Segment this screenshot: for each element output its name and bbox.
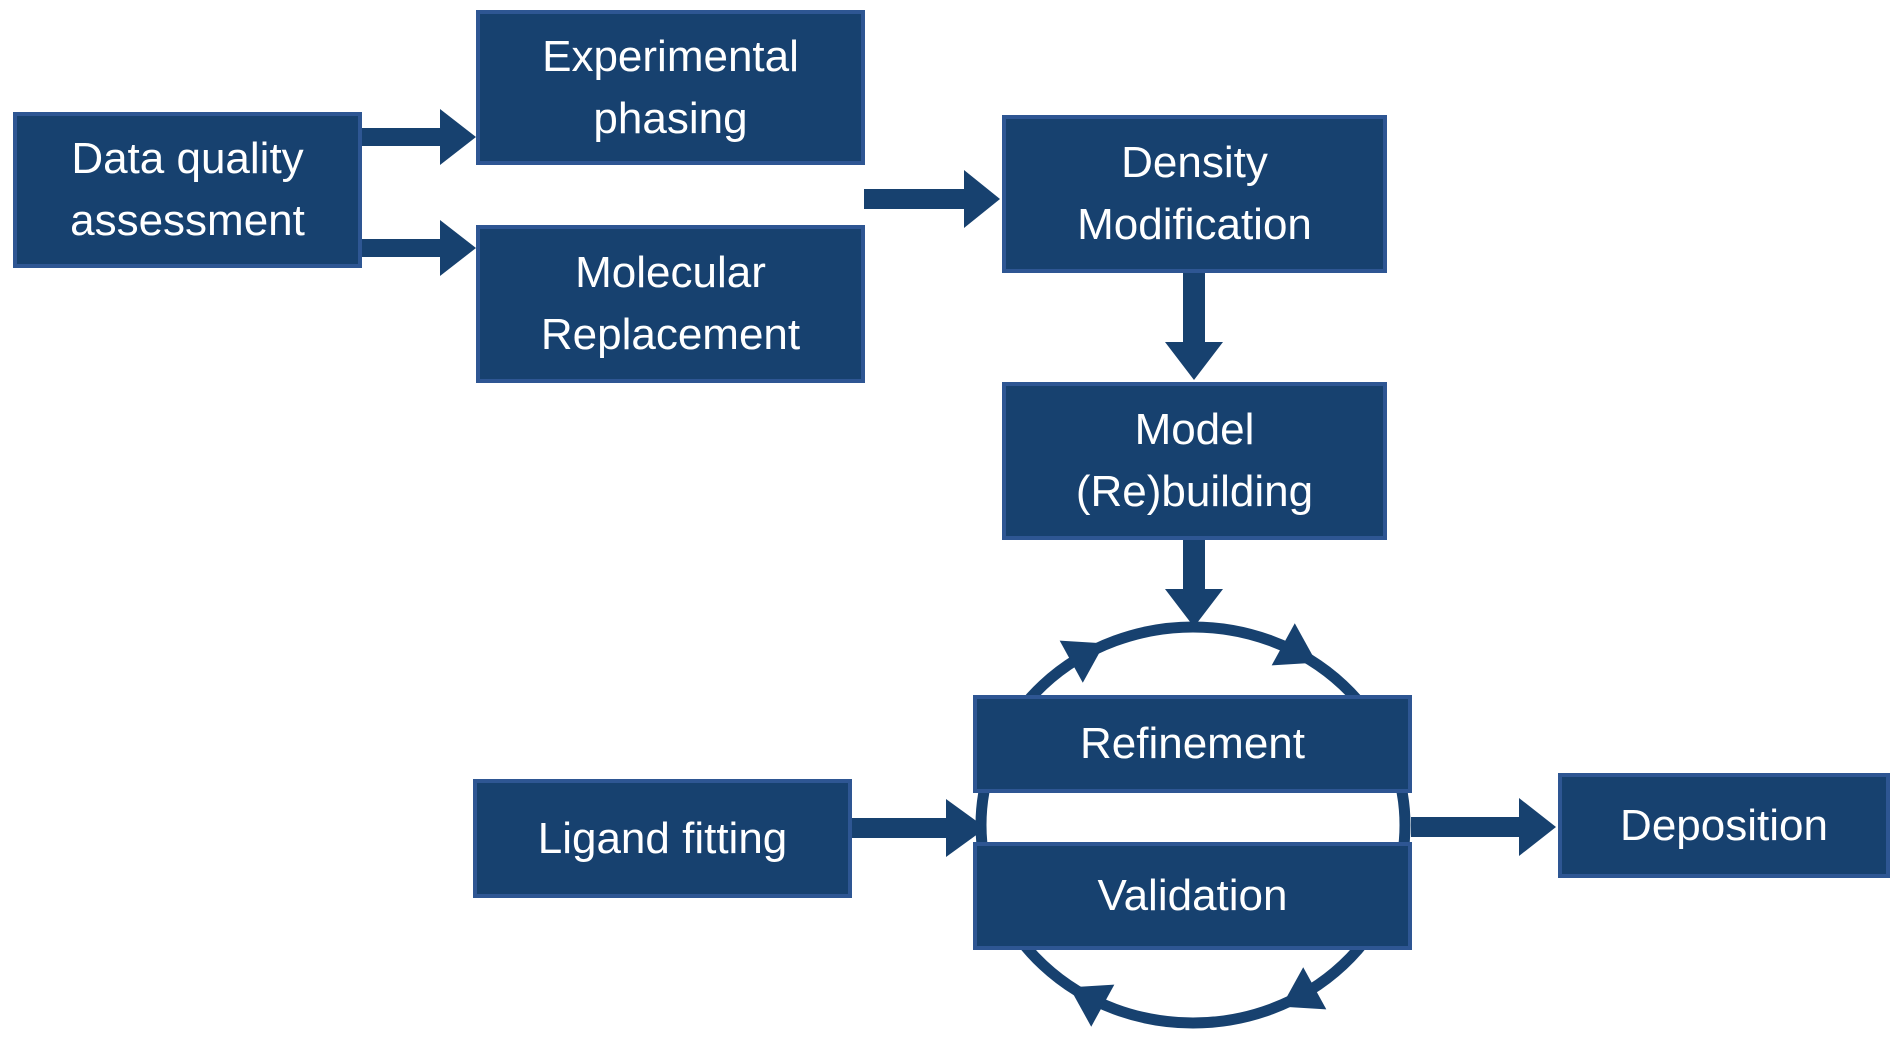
node-molecular-replacement: Molecular Replacement bbox=[476, 225, 865, 383]
arrow-cycle-to-deposition-icon bbox=[1411, 798, 1556, 856]
node-experimental-phasing: Experimental phasing bbox=[476, 10, 865, 165]
cycle-circle bbox=[975, 621, 1411, 1029]
node-refinement: Refinement bbox=[973, 695, 1412, 793]
arrow-model-to-cycle-icon bbox=[1165, 540, 1223, 627]
arrow-ligand-to-cycle-icon bbox=[852, 799, 986, 857]
cycle-arrowhead-top-left-icon bbox=[1059, 640, 1105, 683]
node-density-modification: Density Modification bbox=[1002, 115, 1387, 273]
arrow-dataquality-to-experimental-icon bbox=[360, 109, 476, 165]
refinement-validation-cycle-icon bbox=[975, 621, 1411, 1029]
node-model-rebuilding: Model (Re)building bbox=[1002, 382, 1387, 540]
cycle-arrowhead-bottom-left-icon bbox=[1069, 984, 1115, 1027]
arrow-phasing-to-density-icon bbox=[864, 170, 1000, 228]
node-data-quality-assessment: Data quality assessment bbox=[13, 112, 362, 268]
node-ligand-fitting: Ligand fitting bbox=[473, 779, 852, 898]
node-validation: Validation bbox=[973, 842, 1412, 950]
cycle-arrowhead-top-right-icon bbox=[1271, 623, 1317, 666]
node-deposition: Deposition bbox=[1558, 773, 1890, 878]
arrow-dataquality-to-molecular-icon bbox=[360, 220, 476, 276]
arrow-density-to-model-icon bbox=[1165, 273, 1223, 380]
cycle-arrowhead-bottom-right-icon bbox=[1281, 967, 1327, 1010]
